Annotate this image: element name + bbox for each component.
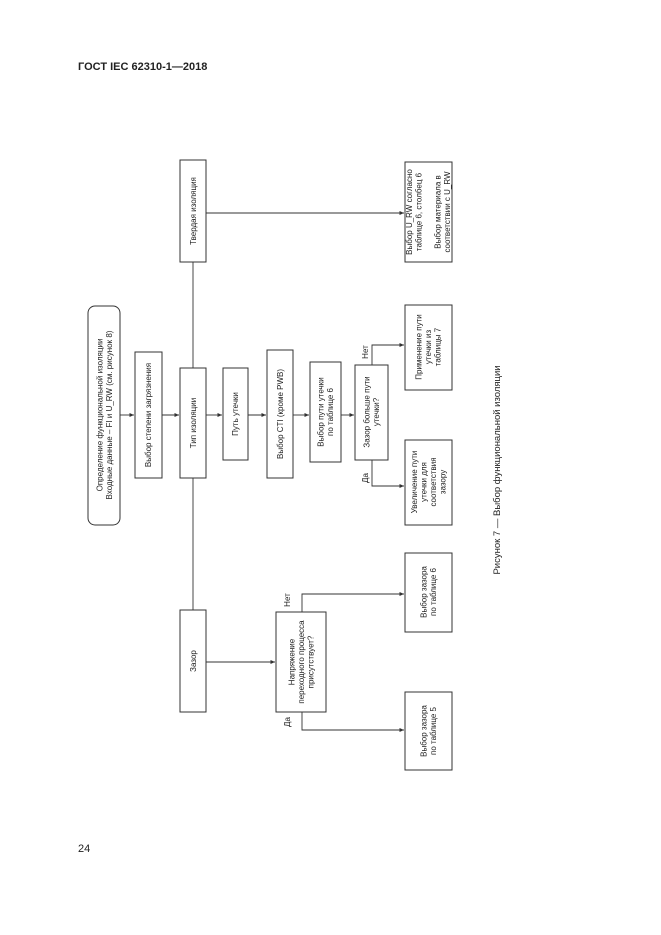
clearance-table5-label: Выбор зазорапо таблице 5 xyxy=(419,705,438,757)
label-line: таблицы 7 xyxy=(434,327,443,366)
clearance-gt-creepage-box xyxy=(354,364,389,461)
cti-label: Выбор CTI (кроме PWB) xyxy=(276,369,285,459)
document-header: ГОСТ IEC 62310-1—2018 xyxy=(78,61,208,73)
clearance-gt-creepage-label: Зазор больше путиутечки? xyxy=(362,376,381,447)
clearance-table5-box xyxy=(404,691,453,771)
start-label: Определение функциональной изоляцииВходн… xyxy=(95,330,114,499)
insulation-type-box xyxy=(179,367,207,479)
creepage-box xyxy=(222,367,249,461)
increase-creepage-label: Увеличение путиутечки длясоответствиязаз… xyxy=(410,451,448,514)
transient-box xyxy=(275,611,327,713)
creepage-table6-box xyxy=(309,361,342,463)
label-line: Выбор пути утечки xyxy=(316,377,325,446)
insulation-type-label: Тип изоляции xyxy=(189,398,198,448)
no-label: Нет xyxy=(283,593,292,607)
pollution-box xyxy=(134,351,163,479)
apply-table7-label: Применение путиутечки изтаблицы 7 xyxy=(415,314,443,380)
label-line: Твердая изоляция xyxy=(189,177,198,245)
solid-label: Твердая изоляция xyxy=(189,177,198,245)
label-line: Выбор U_RW согласно xyxy=(405,169,414,255)
label-line: Зазор больше пути xyxy=(362,376,371,447)
clearance-box xyxy=(179,609,207,713)
label-line: Выбор степени загрязнения xyxy=(144,363,153,467)
label-line: по таблице 5 xyxy=(429,706,438,755)
label-line: переходного процесса xyxy=(297,620,306,704)
clearance-label: Зазор xyxy=(189,650,198,672)
label-line: по таблице 6 xyxy=(429,567,438,616)
solid-result-box xyxy=(404,161,453,263)
label-line: по таблице 6 xyxy=(326,387,335,436)
label-line: утечки для xyxy=(419,462,428,502)
label-line: Тип изоляции xyxy=(189,398,198,448)
label-line: присутствует? xyxy=(307,635,316,688)
yes-label: Да xyxy=(361,473,370,483)
apply-table7-box xyxy=(404,304,453,391)
label-line: соответствии с U_RW xyxy=(443,171,452,253)
label-line: Путь утечки xyxy=(231,392,240,436)
label-line: Определение функциональной изоляции xyxy=(95,339,104,492)
label-line: Выбор материала в xyxy=(434,175,443,249)
creepage-label: Путь утечки xyxy=(231,392,240,436)
pollution-label: Выбор степени загрязнения xyxy=(144,363,153,467)
label-line: утечки из xyxy=(424,330,433,365)
transient-label: Напряжениепереходного процессаприсутству… xyxy=(288,620,316,704)
increase-creepage-box xyxy=(404,439,453,526)
label-line: Выбор зазора xyxy=(419,705,428,757)
label-line: Зазор xyxy=(189,650,198,672)
start-box xyxy=(87,305,121,526)
label-line: Применение пути xyxy=(415,314,424,380)
label-line: Увеличение пути xyxy=(410,451,419,514)
label-line: Входные данные – FI и U_RW (см. рисунок … xyxy=(105,330,114,499)
cti-box xyxy=(266,349,294,479)
yes-label: Да xyxy=(283,717,292,727)
creepage-table6-label: Выбор пути утечкипо таблице 6 xyxy=(316,377,335,446)
clearance-table6-label: Выбор зазорапо таблице 6 xyxy=(419,566,438,618)
label-line: Напряжение xyxy=(288,638,297,685)
label-line: Выбор CTI (кроме PWB) xyxy=(276,369,285,459)
label-line: зазору xyxy=(438,470,447,494)
label-line: таблице 6, столбец 6 xyxy=(415,172,424,251)
clearance-table6-box xyxy=(404,552,453,633)
page-number: 24 xyxy=(78,843,91,855)
no-label: Нет xyxy=(361,345,370,359)
label-line: соответствия xyxy=(429,457,438,506)
figure-caption: Рисунок 7 — Выбор функциональной изоляци… xyxy=(492,365,503,574)
solid-result-label: Выбор U_RW согласнотаблице 6, столбец 6 В… xyxy=(405,169,452,255)
label-line: утечки? xyxy=(372,397,381,426)
solid-box xyxy=(179,159,207,263)
label-line: Выбор зазора xyxy=(419,566,428,618)
connectors xyxy=(120,211,404,732)
